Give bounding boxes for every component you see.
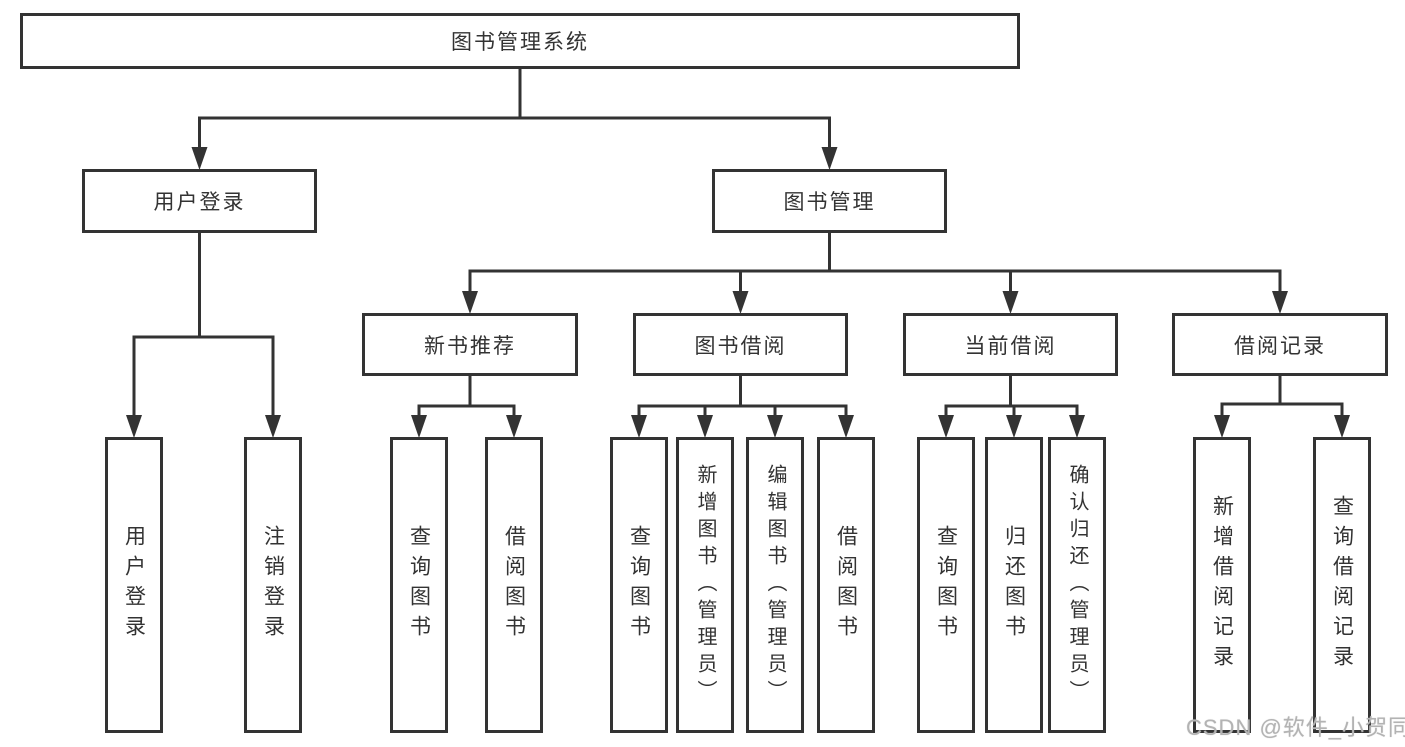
node-leaf-nb-query: 查询图书 bbox=[390, 437, 448, 733]
node-leaf-bb-borrow: 借阅图书 bbox=[817, 437, 875, 733]
node-leaf-bb-query: 查询图书 bbox=[610, 437, 668, 733]
node-current-borrow: 当前借阅 bbox=[903, 313, 1118, 376]
node-leaf-cb-return: 归还图书 bbox=[985, 437, 1043, 733]
node-label-leaf-cb-confirm: 确认归还（管理员） bbox=[1066, 463, 1088, 707]
node-book-borrow: 图书借阅 bbox=[633, 313, 848, 376]
node-label-leaf-bb-add: 新增图书（管理员） bbox=[694, 463, 716, 707]
node-leaf-logout: 注销登录 bbox=[244, 437, 302, 733]
arrowhead-icon bbox=[938, 415, 954, 438]
node-label-new-book: 新书推荐 bbox=[424, 334, 516, 358]
arrowhead-icon bbox=[732, 291, 749, 314]
node-leaf-bb-add: 新增图书（管理员） bbox=[676, 437, 734, 733]
node-borrow-record: 借阅记录 bbox=[1172, 313, 1388, 376]
node-label-borrow-record: 借阅记录 bbox=[1234, 334, 1326, 358]
node-label-root: 图书管理系统 bbox=[451, 31, 589, 54]
node-leaf-br-query: 查询借阅记录 bbox=[1313, 437, 1371, 733]
arrowhead-icon bbox=[265, 415, 281, 438]
node-root: 图书管理系统 bbox=[20, 13, 1020, 69]
node-label-leaf-nb-borrow: 借阅图书 bbox=[502, 525, 526, 645]
arrowhead-icon bbox=[506, 415, 522, 438]
arrowhead-icon bbox=[462, 291, 478, 314]
arrowhead-icon bbox=[838, 415, 854, 438]
csdn-watermark: CSDN @软件_小贺同学 bbox=[1186, 715, 1405, 740]
node-leaf-cb-query: 查询图书 bbox=[917, 437, 975, 733]
node-leaf-user-login: 用户登录 bbox=[105, 437, 163, 733]
arrowhead-icon bbox=[767, 415, 783, 438]
arrowhead-icon bbox=[1214, 415, 1230, 438]
node-book-mgmt: 图书管理 bbox=[712, 169, 947, 233]
node-leaf-bb-edit: 编辑图书（管理员） bbox=[746, 437, 804, 733]
node-label-leaf-bb-borrow: 借阅图书 bbox=[834, 525, 858, 645]
arrowhead-icon bbox=[631, 415, 647, 438]
arrowhead-icon bbox=[411, 415, 427, 438]
node-label-leaf-cb-query: 查询图书 bbox=[934, 525, 958, 645]
node-label-book-mgmt: 图书管理 bbox=[783, 191, 876, 214]
node-leaf-br-add: 新增借阅记录 bbox=[1193, 437, 1251, 733]
node-label-leaf-bb-edit: 编辑图书（管理员） bbox=[764, 463, 786, 707]
node-leaf-cb-confirm: 确认归还（管理员） bbox=[1048, 437, 1106, 733]
node-user-login: 用户登录 bbox=[82, 169, 317, 233]
arrowhead-icon bbox=[1069, 415, 1085, 438]
node-label-leaf-logout: 注销登录 bbox=[261, 525, 285, 645]
node-label-leaf-br-query: 查询借阅记录 bbox=[1330, 495, 1354, 675]
node-label-leaf-user-login: 用户登录 bbox=[122, 525, 146, 645]
arrowhead-icon bbox=[697, 415, 713, 438]
arrowhead-icon bbox=[821, 147, 838, 170]
node-leaf-nb-borrow: 借阅图书 bbox=[485, 437, 543, 733]
node-label-leaf-br-add: 新增借阅记录 bbox=[1210, 495, 1234, 675]
arrowhead-icon bbox=[1272, 291, 1288, 314]
arrowhead-icon bbox=[1334, 415, 1350, 438]
arrowhead-icon bbox=[126, 415, 142, 438]
node-label-leaf-bb-query: 查询图书 bbox=[627, 525, 651, 645]
node-label-leaf-cb-return: 归还图书 bbox=[1002, 525, 1026, 645]
node-label-current-borrow: 当前借阅 bbox=[964, 334, 1057, 358]
node-label-book-borrow: 图书借阅 bbox=[694, 334, 787, 358]
arrowhead-icon bbox=[191, 147, 208, 170]
node-new-book: 新书推荐 bbox=[362, 313, 578, 376]
node-label-leaf-nb-query: 查询图书 bbox=[407, 525, 431, 645]
node-label-user-login: 用户登录 bbox=[153, 191, 246, 214]
arrowhead-icon bbox=[1006, 415, 1022, 438]
arrowhead-icon bbox=[1002, 291, 1019, 314]
